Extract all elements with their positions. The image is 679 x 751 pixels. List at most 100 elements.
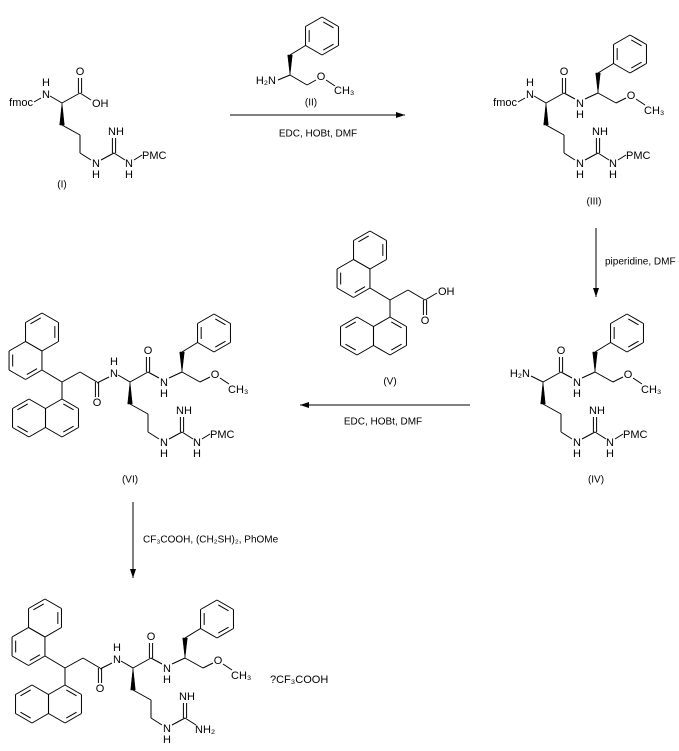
alpha-hydrogen: H [526, 77, 534, 89]
ring-bond [389, 345, 407, 356]
bond [542, 371, 562, 383]
bond [61, 371, 81, 383]
bond [530, 375, 544, 383]
bond [79, 92, 92, 101]
wedge-bond [130, 667, 136, 691]
amide-nitrogen: N [576, 98, 584, 110]
alpha-hydrogen: H [42, 77, 50, 89]
bond [171, 717, 186, 726]
ring-double-bond [354, 286, 366, 294]
amide-nitrogen: N [163, 663, 171, 675]
methyl-group: CH₃ [231, 670, 251, 682]
ring-bond [28, 627, 46, 638]
phenyl-ring [213, 342, 231, 353]
ring-bond [336, 287, 354, 298]
ring-bond [41, 312, 59, 323]
bond [542, 403, 562, 415]
reaction-arrow-4-head [130, 569, 136, 578]
reagents-step4: CF₃COOH, (CH₂SH)₂, PhOMe [143, 535, 279, 546]
bond [100, 152, 115, 161]
amide-nitrogen: N [110, 368, 118, 380]
ring-bond [353, 259, 371, 270]
ring-bond [353, 287, 371, 298]
ring-bond [356, 316, 374, 327]
phenyl-ring [216, 628, 234, 639]
alpha-nitrogen: N [42, 89, 50, 101]
phenyl-ring [197, 342, 215, 353]
guanidine-nitrogen: N [92, 158, 100, 170]
ring-double-bond [66, 689, 77, 697]
bond [199, 376, 211, 383]
bond [632, 377, 643, 385]
ether-oxygen: O [317, 71, 326, 83]
ring-bond [373, 345, 391, 356]
phenyl-ring [213, 313, 231, 324]
reagents-step1: EDC, HOBt, DMF [279, 129, 357, 140]
bond [33, 97, 42, 103]
ring-bond [31, 713, 49, 724]
phenyl-ring [200, 599, 218, 610]
ring-double-bond [20, 711, 31, 719]
amino-group: H₂N [256, 75, 276, 87]
bond [545, 92, 565, 104]
bond [563, 92, 576, 100]
alpha-nitrogen: N [526, 89, 534, 101]
bond [424, 292, 438, 301]
amino-group: NH₂ [195, 724, 215, 736]
phenyl-ring [613, 63, 631, 74]
amide-hydrogen: H [163, 674, 171, 686]
phenyl-ring [610, 342, 628, 353]
wedge-bond [182, 637, 188, 659]
guanidine-hydrogen: H [160, 448, 168, 460]
ring-bond [45, 427, 63, 438]
pmc-protecting-group: PMC [626, 150, 651, 162]
wedge-bond [127, 381, 133, 405]
hydroxyl-group: OH [438, 286, 455, 298]
imine-nh: NH [179, 691, 195, 703]
bond [517, 97, 526, 103]
reaction-arrow-3-head [300, 402, 309, 408]
ring-double-bond [631, 39, 642, 47]
ring-bond [48, 713, 66, 724]
methyl-group: CH₃ [644, 105, 664, 117]
reaction-arrow-2-head [593, 288, 599, 297]
amide-nitrogen: N [573, 377, 581, 389]
ring-bond [340, 345, 358, 356]
ring-bond [25, 312, 43, 323]
bond [597, 92, 617, 104]
ring-double-bond [628, 340, 639, 348]
ring-double-bond [345, 343, 356, 351]
guanidine-nitrogen: N [576, 158, 584, 170]
guanidine-nitrogen: N [163, 723, 171, 735]
guanidine-nitrogen: N [160, 437, 168, 449]
reagents-step3: EDC, HOBt, DMF [344, 417, 422, 428]
ring-double-bond [30, 317, 41, 325]
pmc-protecting-group: PMC [142, 150, 167, 162]
guanidine-hydrogen: H [125, 169, 133, 181]
guanidine-nitrogen: N [609, 158, 617, 170]
bond [222, 663, 233, 671]
phenyl-ring [216, 599, 234, 610]
carbonyl-oxygen: O [96, 683, 105, 695]
bond [277, 74, 291, 81]
ring-double-bond [323, 21, 334, 29]
ring-double-bond [323, 43, 334, 51]
ring-double-bond [628, 318, 639, 326]
bond [120, 660, 134, 669]
bond [545, 124, 565, 136]
bond [147, 371, 160, 379]
wedge-bond [592, 351, 598, 373]
bond [171, 657, 186, 665]
bond [563, 152, 576, 161]
bond [597, 152, 610, 161]
ring-double-bond [215, 318, 226, 326]
bond [113, 152, 126, 161]
ring-bond [11, 655, 29, 666]
wedge-bond [595, 72, 601, 94]
compound-label-VI: (VI) [122, 475, 138, 486]
ring-bond [369, 259, 387, 270]
ring-bond [15, 713, 33, 724]
bond [181, 431, 194, 440]
wedge-bond [59, 102, 65, 126]
compound-label-II: (II) [305, 98, 317, 109]
